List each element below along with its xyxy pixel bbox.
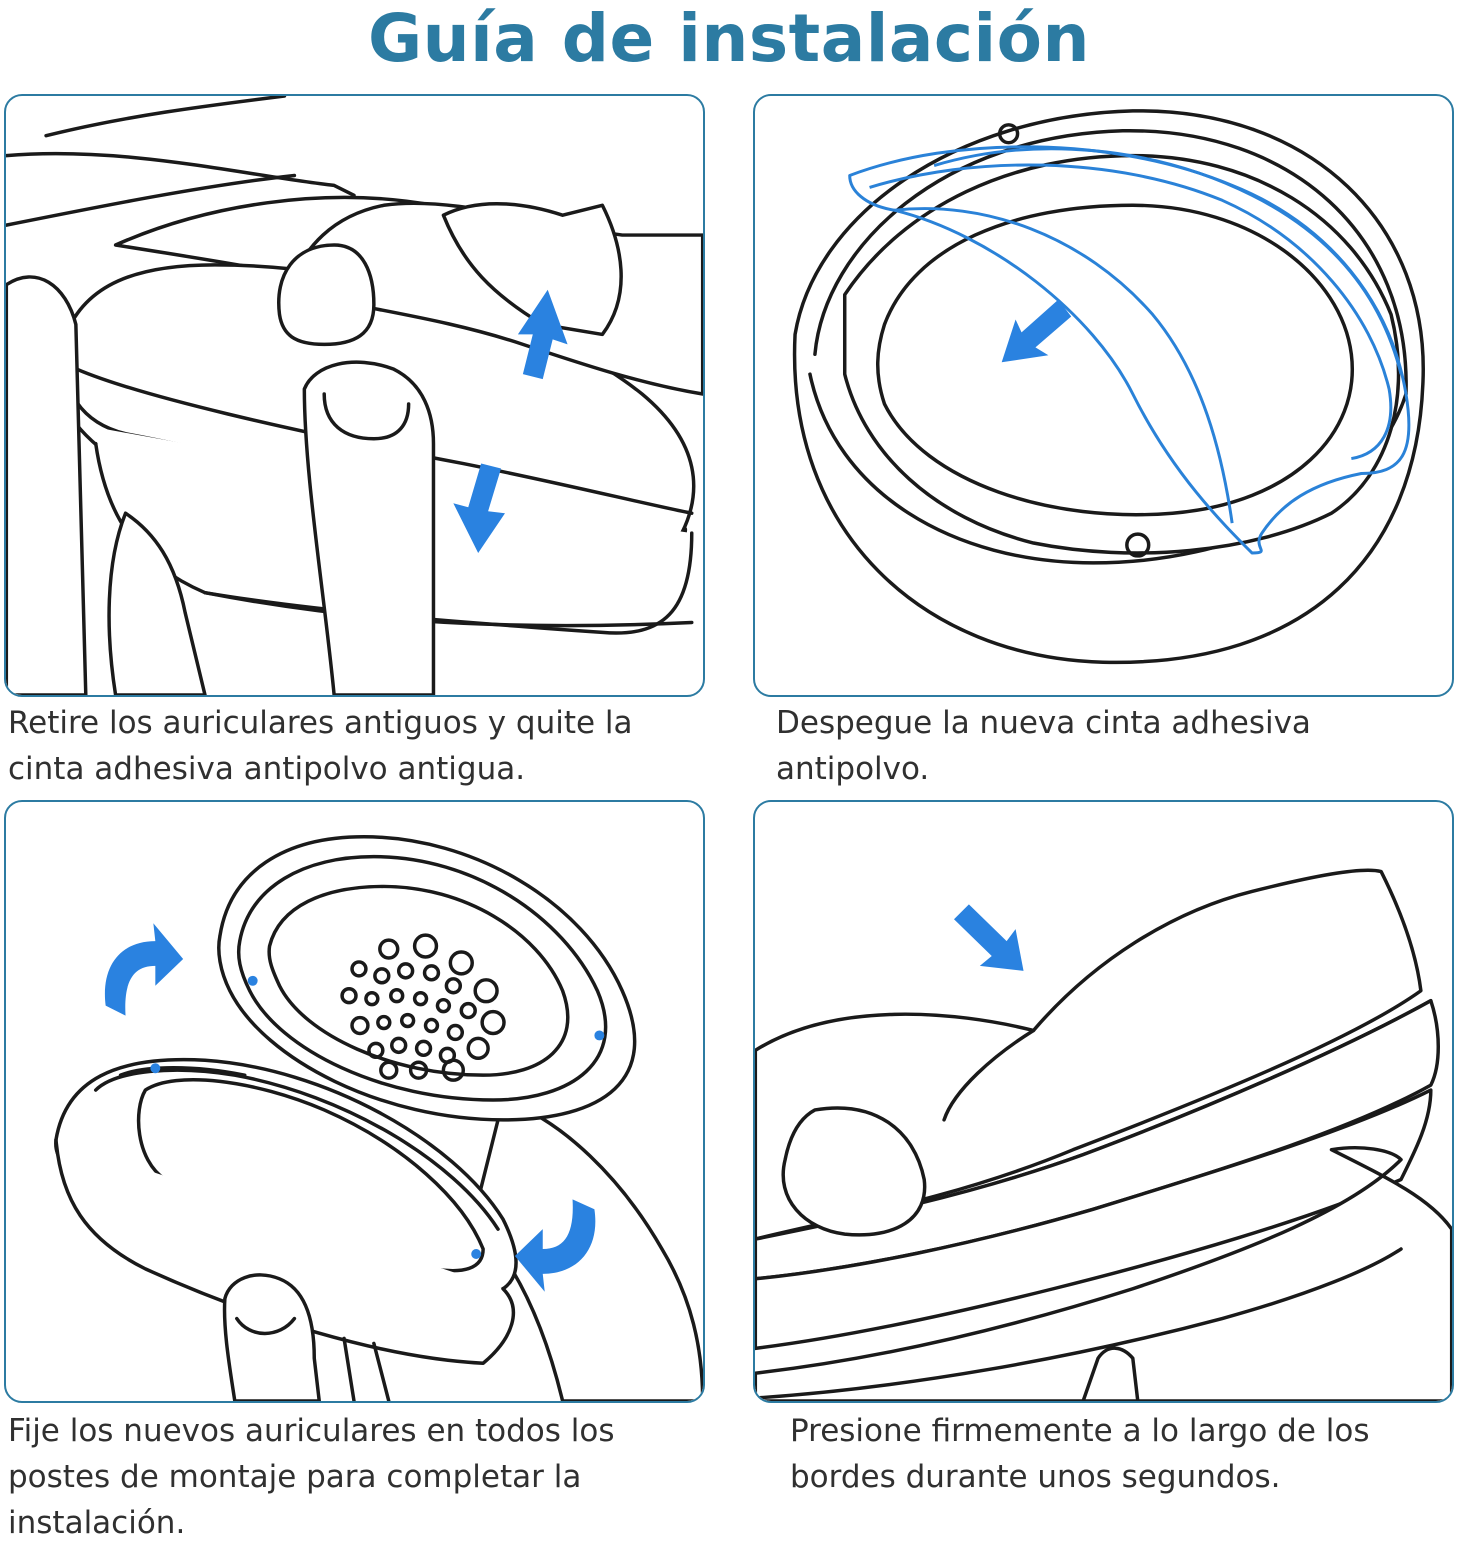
peel-dust-tape-drawing [792,109,1425,664]
step-4-caption: Presione firmemente a lo largo de los bo… [790,1413,1370,1495]
attach-new-earpads-drawing [54,835,703,1401]
down-arrow-icon [453,463,505,553]
step-2-caption: Despegue la nueva cinta adhesiva antipol… [776,705,1311,787]
curved-arrow-icon [514,1199,596,1292]
step-3-illustration [4,800,705,1403]
step-1-caption: Retire los auriculares antiguos y quite … [8,705,633,787]
up-arrow-icon [517,289,568,380]
press-edges-drawing [755,868,1452,1401]
step-4-illustration [753,800,1454,1403]
step-2-illustration [753,94,1454,697]
step-1-illustration [4,94,705,697]
page-title: Guía de instalación [368,0,1090,77]
speaker-grille-icon [340,933,506,1082]
down-left-arrow-icon [1001,299,1072,363]
down-right-arrow-icon [953,904,1024,971]
remove-old-earpads-drawing [6,96,703,695]
curved-arrow-icon [104,923,184,1016]
step-3-caption: Fije los nuevos auriculares en todos los… [8,1413,615,1541]
